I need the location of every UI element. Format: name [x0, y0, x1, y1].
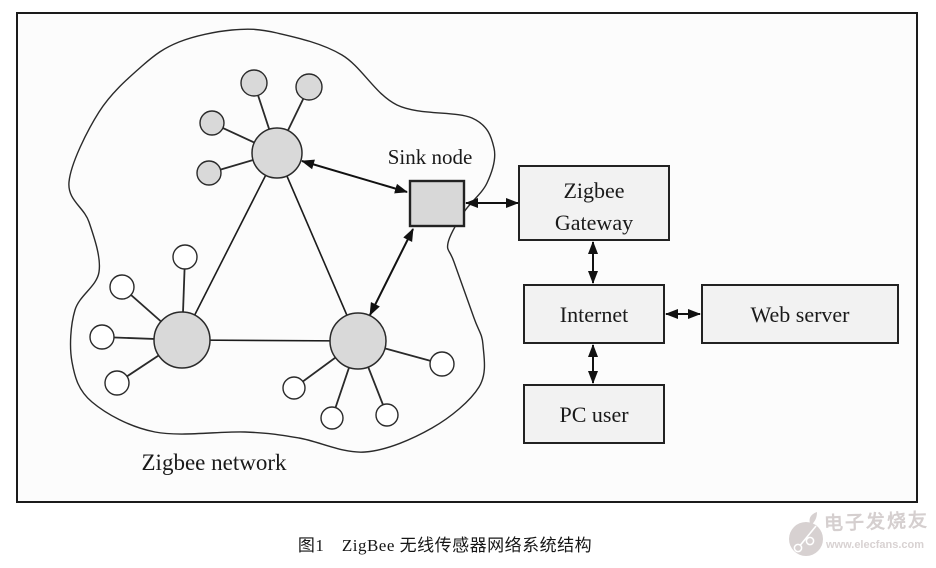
cluster-head-3 — [329, 312, 387, 370]
link-head2-head3 — [181, 339, 359, 342]
sensor-node — [89, 324, 115, 350]
sensor-node — [172, 244, 198, 270]
cluster-links — [181, 152, 359, 342]
gateway-label-line2: Gateway — [555, 210, 633, 235]
watermark-brand: 电子发烧友 — [823, 510, 930, 535]
cluster-3 — [282, 312, 455, 430]
arrow-head1-sink — [301, 159, 408, 194]
internet-label: Internet — [560, 302, 628, 327]
zigbee-network-blob — [68, 28, 496, 453]
zigbee-system-diagram: Sink node Zigbee Gateway Internet Web se… — [68, 28, 899, 475]
watermark: 电子发烧友 www.elecfans.com — [786, 506, 936, 568]
cluster-2 — [89, 244, 211, 396]
sensor-node — [320, 406, 344, 430]
web-server-label: Web server — [750, 302, 850, 327]
pc-user-label: PC user — [559, 402, 629, 427]
web-server-box — [701, 284, 899, 344]
cluster-head-1 — [251, 127, 303, 179]
sensor-node — [240, 69, 268, 97]
watermark-url: www.elecfans.com — [826, 539, 925, 551]
elecfans-logo-icon — [789, 512, 823, 556]
internet-box — [523, 284, 665, 344]
sensor-node — [196, 160, 222, 186]
infra-arrows — [465, 198, 701, 384]
figure-frame: Sink node Zigbee Gateway Internet Web se… — [16, 12, 918, 503]
link-head1-head2 — [181, 152, 278, 341]
sensor-node — [429, 351, 455, 377]
sensor-node — [282, 376, 306, 400]
sensor-node — [199, 110, 225, 136]
zigbee-network-label: Zigbee network — [142, 450, 287, 475]
sink-node-box — [408, 179, 466, 228]
gateway-label-line1: Zigbee — [563, 178, 624, 203]
arrow-head3-sink — [369, 228, 414, 316]
sensor-node — [109, 274, 135, 300]
cluster-1 — [196, 69, 323, 186]
sensor-node — [104, 370, 130, 396]
infrastructure: Zigbee Gateway Internet Web server PC us… — [465, 165, 899, 444]
sensor-node — [375, 403, 399, 427]
gateway-box — [518, 165, 670, 241]
link-head1-head3 — [276, 152, 359, 342]
pc-user-box — [523, 384, 665, 444]
sink-node-label: Sink node — [388, 145, 473, 169]
sensor-node — [295, 73, 323, 101]
cluster-head-2 — [153, 311, 211, 369]
sink-links — [301, 159, 414, 316]
figure-caption: 图1 ZigBee 无线传感器网络系统结构 — [297, 536, 593, 555]
